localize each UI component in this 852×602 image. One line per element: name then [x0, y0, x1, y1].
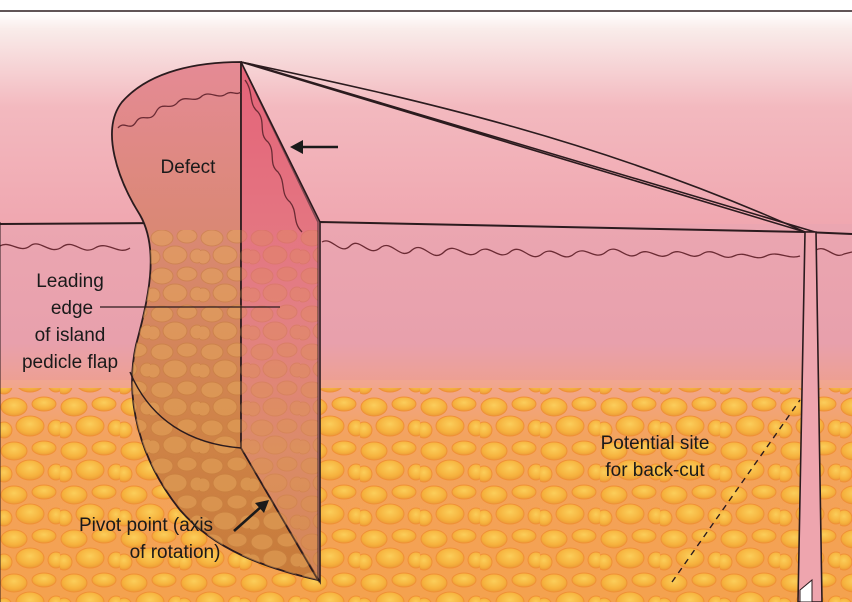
label-pivot-point-1: Pivot point (axis [79, 515, 213, 536]
label-defect: Defect [161, 157, 217, 178]
label-pivot-point-2: of rotation) [130, 542, 221, 563]
label-potential-site-2: for back-cut [605, 460, 705, 481]
back-cut-line [671, 399, 801, 583]
label-leading-edge-1: Leading [36, 271, 104, 292]
label-leading-edge-3: of island [35, 325, 106, 346]
flap-base-line [129, 371, 242, 449]
flap-dermal-junction [117, 91, 242, 129]
fat-globules [0, 388, 852, 602]
label-potential-site-1: Potential site [601, 433, 710, 454]
movement-arrow [290, 140, 338, 154]
label-leading-edge-2: edge [51, 298, 93, 319]
dermal-junction [0, 240, 852, 259]
right-incision-wall [797, 231, 823, 602]
pivot-arrow [233, 500, 269, 532]
label-leading-edge-4: pedicle flap [22, 352, 118, 373]
